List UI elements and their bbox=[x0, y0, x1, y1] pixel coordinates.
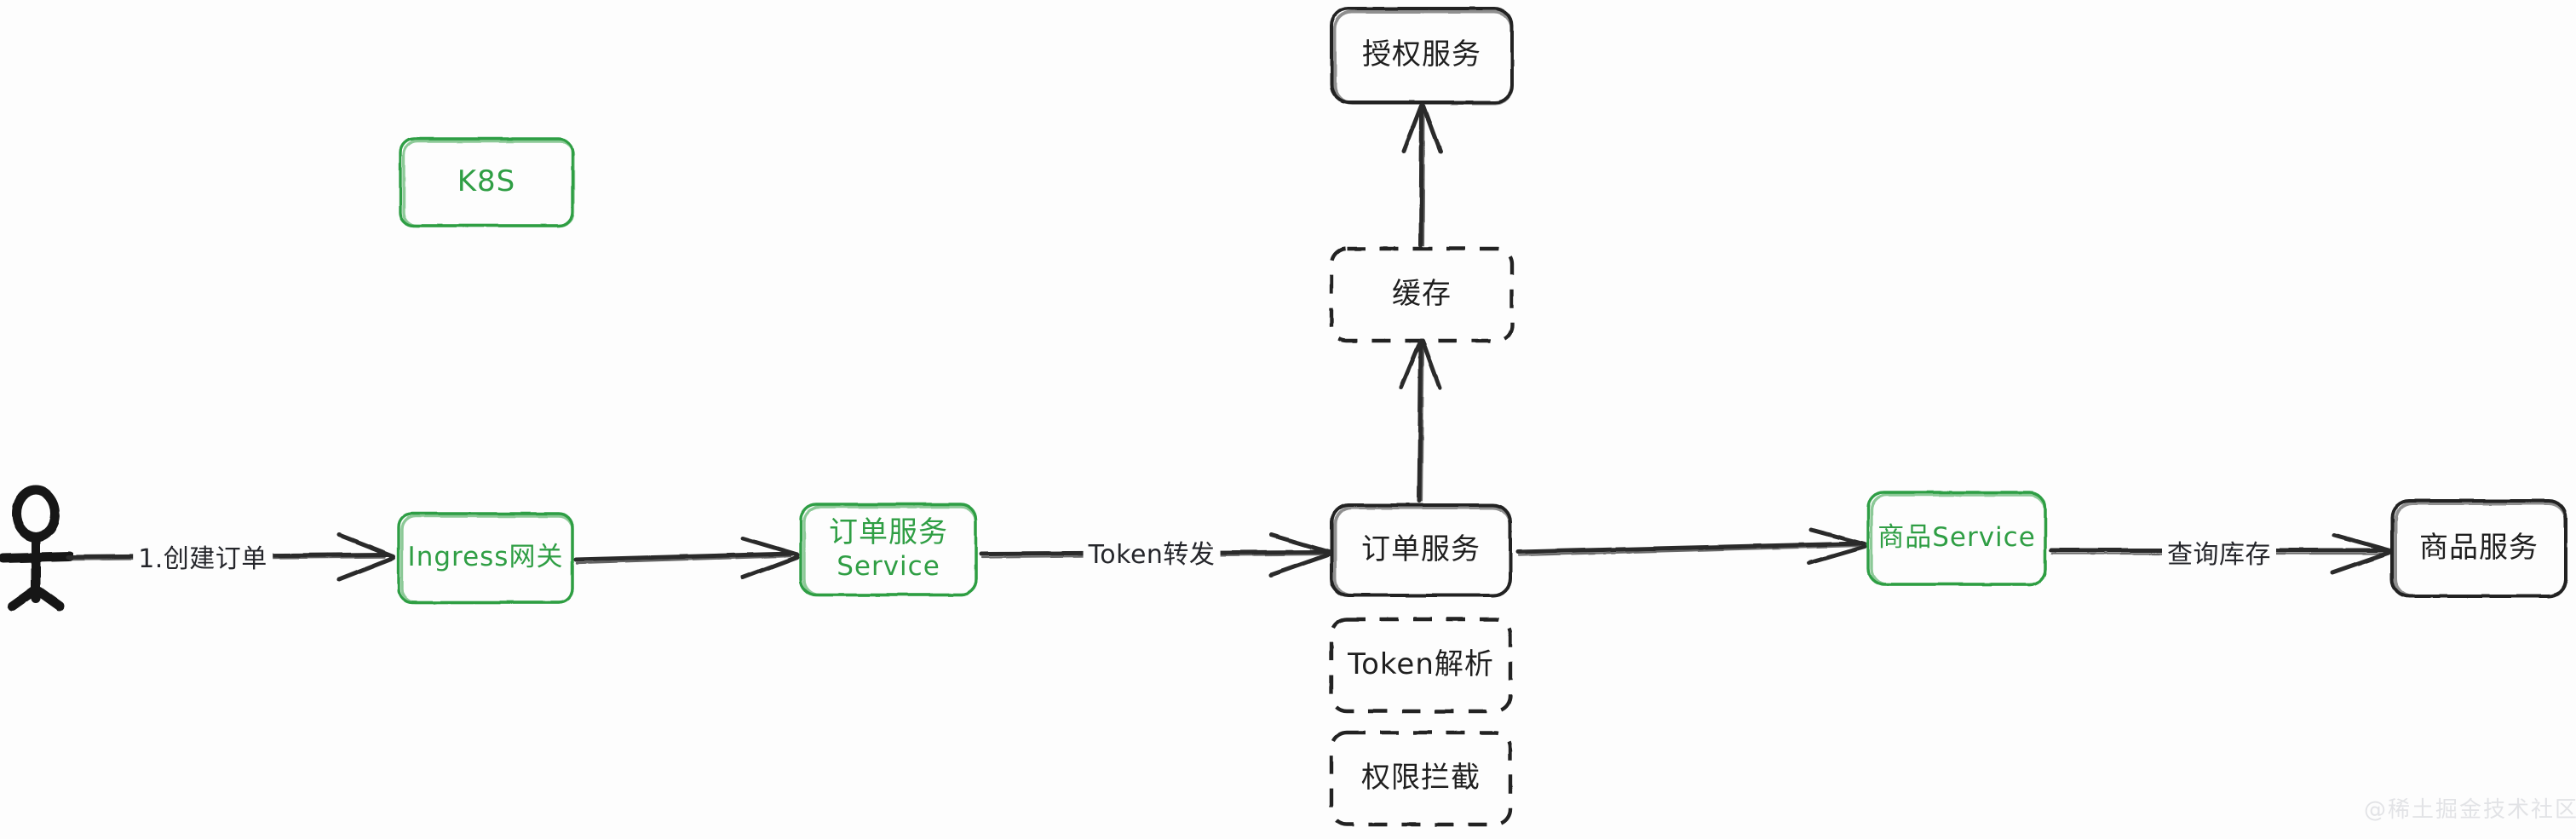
node-label-product-service: 商品服务 bbox=[2419, 531, 2539, 566]
edge-label-query-stock: 查询库存 bbox=[2162, 533, 2276, 571]
node-shape-k8s bbox=[399, 137, 575, 227]
user-actor-icon bbox=[0, 485, 75, 612]
node-shape-product-service-svc bbox=[1866, 491, 2047, 586]
node-permission-intercept[interactable]: 权限拦截 bbox=[1331, 733, 1510, 825]
edge-label-token-forward: Token转发 bbox=[1083, 533, 1221, 571]
edge-label-create-order: 1.创建订单 bbox=[133, 537, 273, 575]
node-label-product-service-svc: 商品Service bbox=[1877, 522, 2036, 554]
node-label-cache: 缓存 bbox=[1392, 277, 1452, 312]
watermark: @稀土掘金技术社区 bbox=[2364, 797, 2576, 823]
node-sublabel-order-service-svc: Service bbox=[837, 550, 940, 582]
node-shape-ingress-gateway bbox=[397, 512, 574, 604]
node-auth-service[interactable]: 授权服务 bbox=[1331, 9, 1512, 102]
node-shape-permission-intercept bbox=[1329, 730, 1513, 827]
node-product-service-svc[interactable]: 商品Service bbox=[1868, 492, 2045, 584]
node-order-service-svc[interactable]: 订单服务 Service bbox=[801, 504, 976, 595]
node-label-auth-service: 授权服务 bbox=[1362, 37, 1481, 72]
edge-ingress-to-order-svc bbox=[573, 536, 800, 580]
node-shape-product-service bbox=[2390, 499, 2567, 598]
node-label-token-parse: Token解析 bbox=[1348, 647, 1494, 682]
node-ingress-gateway[interactable]: Ingress网关 bbox=[399, 514, 572, 602]
node-product-service[interactable]: 商品服务 bbox=[2392, 501, 2566, 596]
node-label-order-service: 订单服务 bbox=[1361, 532, 1481, 567]
node-k8s[interactable]: K8S bbox=[400, 139, 572, 226]
node-shape-order-service-svc bbox=[799, 503, 978, 596]
edge-cache-to-auth-service bbox=[1401, 103, 1443, 248]
edge-order-service-to-cache bbox=[1399, 338, 1442, 503]
node-shape-order-service bbox=[1330, 503, 1512, 597]
node-cache[interactable]: 缓存 bbox=[1331, 249, 1512, 341]
node-label-order-service-svc: 订单服务 bbox=[829, 515, 948, 550]
node-label-ingress-gateway: Ingress网关 bbox=[407, 542, 564, 573]
node-label-k8s: K8S bbox=[457, 164, 516, 199]
node-shape-auth-service bbox=[1330, 7, 1514, 105]
node-token-parse[interactable]: Token解析 bbox=[1331, 619, 1510, 711]
edge-order-service-to-product-svc bbox=[1515, 527, 1867, 566]
node-order-service[interactable]: 订单服务 bbox=[1331, 505, 1510, 595]
node-shape-token-parse bbox=[1329, 617, 1513, 714]
node-label-permission-intercept: 权限拦截 bbox=[1361, 761, 1481, 796]
